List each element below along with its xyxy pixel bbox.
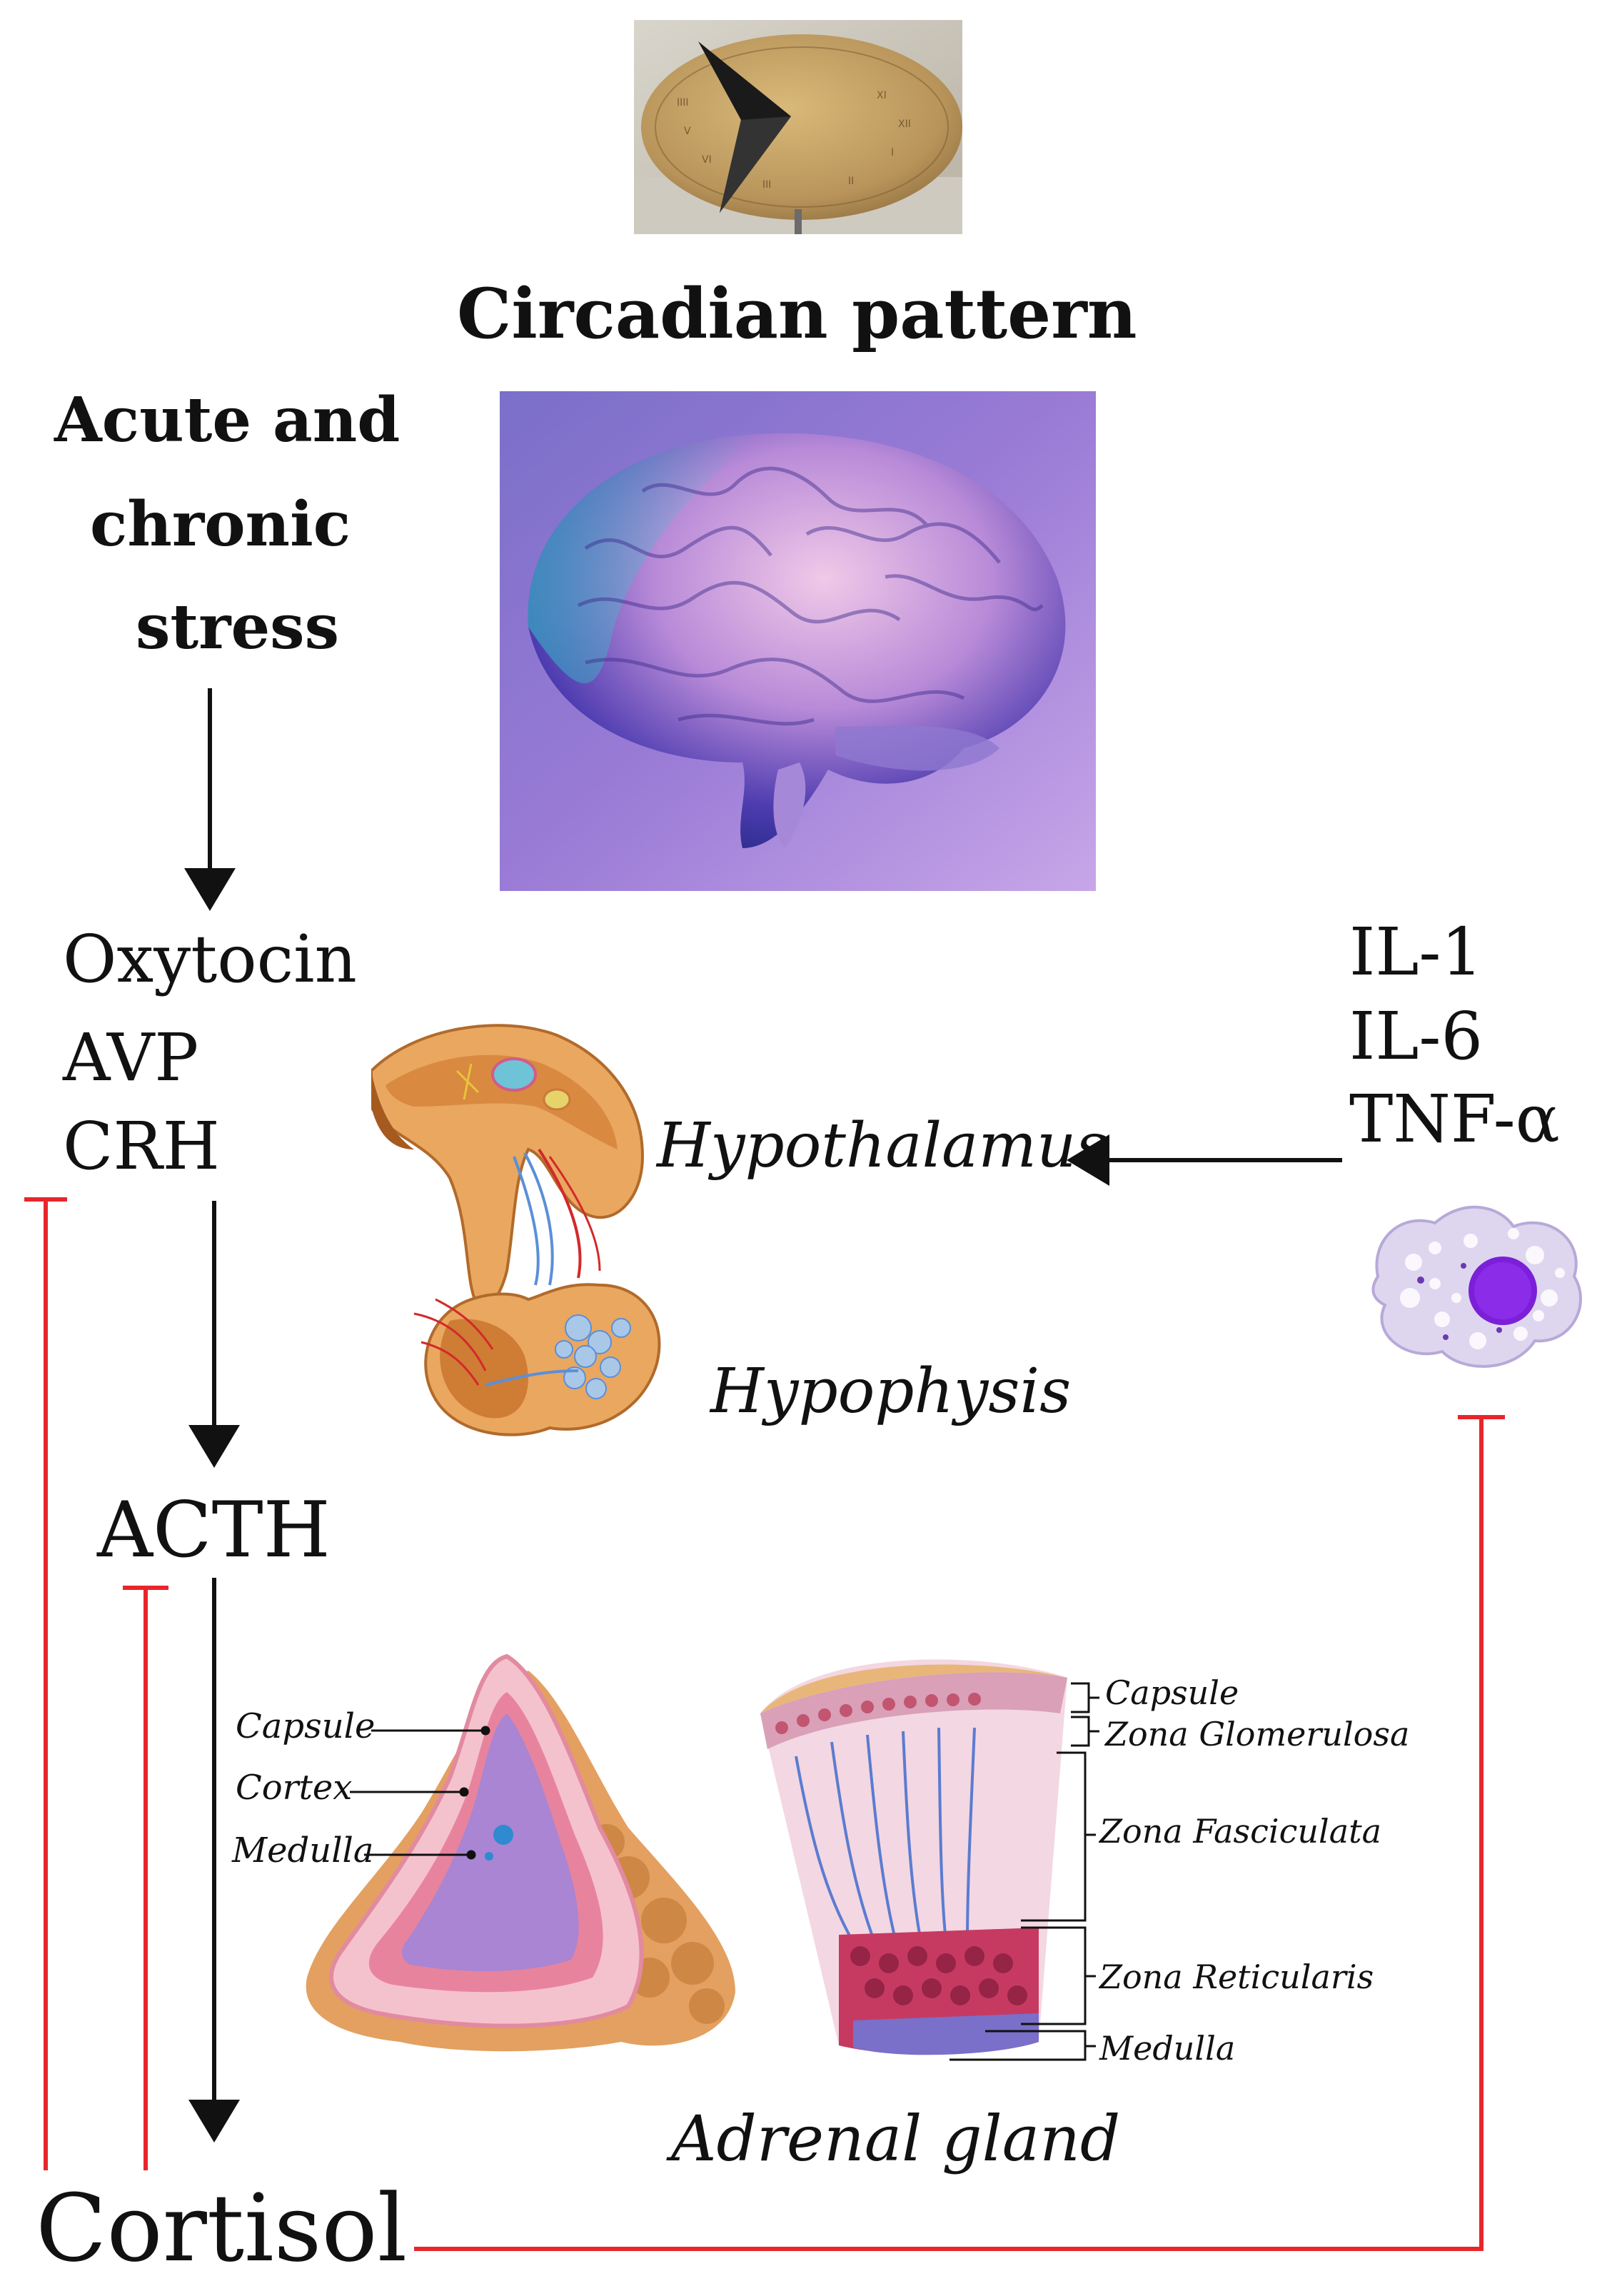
stress-line-2: chronic [90, 488, 351, 560]
zona-fasciculata-label: Zona Fasciculata [1099, 1812, 1382, 1851]
svg-text:XI: XI [877, 90, 887, 101]
tnf-alpha-label: TNF-α [1349, 1081, 1560, 1157]
oxytocin-label: Oxytocin [63, 921, 357, 997]
adrenal-capsule-label-left: Capsule [236, 1706, 376, 1746]
adrenal-whole-illustration [306, 1653, 735, 2052]
svg-text:II: II [848, 176, 854, 187]
adrenal-right-brackets [949, 1682, 1099, 2061]
zona-reticularis-label: Zona Reticularis [1099, 1958, 1374, 1996]
stress-line-1: Acute and [54, 384, 401, 456]
svg-text:V: V [684, 126, 691, 137]
hypothalamus-label: Hypothalamus [657, 1110, 1108, 1182]
adrenal-medulla-label-left: Medulla [232, 1831, 374, 1870]
adrenal-medulla-label-right: Medulla [1099, 2029, 1236, 2068]
adrenal-gland-title: Adrenal gland [671, 2102, 1121, 2175]
brain-image [500, 391, 1096, 891]
hypophysis-label: Hypophysis [710, 1356, 1072, 1427]
adrenal-cortex-label-left: Cortex [236, 1768, 353, 1808]
crh-label: CRH [63, 1108, 220, 1184]
il6-label: IL-6 [1349, 998, 1483, 1074]
svg-text:IIII: IIII [677, 97, 689, 109]
svg-text:I: I [891, 147, 894, 158]
adrenal-zones-illustration [760, 1659, 1067, 2055]
avp-label: AVP [63, 1019, 199, 1096]
stress-line-3: stress [136, 591, 340, 663]
zona-glomerulosa-label: Zona Glomerulosa [1105, 1715, 1410, 1753]
cortisol-label: Cortisol [36, 2174, 408, 2282]
adrenal-left-pointers [350, 1726, 490, 1860]
acth-label: ACTH [97, 1486, 331, 1575]
circadian-label: Circadian pattern [457, 273, 1137, 354]
svg-text:III: III [762, 179, 771, 191]
immune-cell-image [1371, 1205, 1582, 1368]
svg-text:VI: VI [702, 154, 712, 166]
il1-label: IL-1 [1349, 914, 1483, 990]
inhibition-lines [24, 1197, 1505, 2251]
svg-text:XII: XII [898, 119, 911, 130]
pituitary-illustration [371, 1024, 661, 1436]
inhibition-cortisol-immune [414, 1417, 1483, 2251]
adrenal-capsule-label-right: Capsule [1105, 1673, 1239, 1712]
